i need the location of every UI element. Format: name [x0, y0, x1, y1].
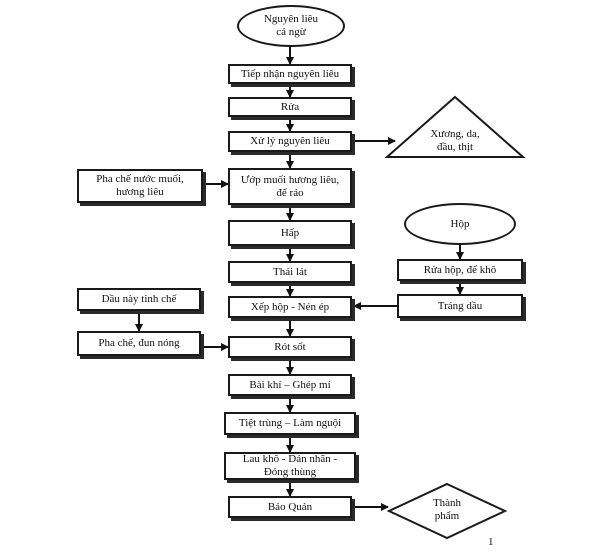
node-product-shape [386, 482, 508, 540]
node-store: Bảo Quản [228, 496, 352, 518]
node-byproduct: Xương, da, đầu, thịt [430, 128, 480, 153]
node-slice: Thái lát [228, 261, 352, 283]
node-byproduct-shape [384, 95, 526, 158]
node-receive: Tiếp nhận nguyên liêu [228, 64, 352, 84]
node-wash: Rửa [228, 97, 352, 117]
node-label: Lau khô - Dán nhãn - Đóng thùng [224, 452, 356, 480]
page-number: 1 [488, 536, 494, 548]
node-steam: Hấp [228, 220, 352, 246]
node-process: Xử lý nguyên liêu [228, 131, 352, 152]
node-sauce: Rót sốt [228, 336, 352, 358]
node-product: Thành phẩm [432, 497, 462, 522]
node-seal: Bài khí – Ghép mí [228, 374, 352, 396]
node-wash-can: Rửa hộp, để khô [397, 259, 523, 281]
node-marinate: Ướp muối hương liêu, để ráo [228, 168, 352, 205]
node-refined-oil: Dầu này tinh chế [77, 288, 201, 311]
node-can: Hộp [404, 203, 516, 245]
node-brine: Pha chế nước muối, hương liêu [77, 169, 203, 203]
node-start: Nguyên liêu cá ngừ [237, 5, 345, 47]
node-mix-heat: Pha chế, đun nóng [77, 331, 201, 356]
node-oil-coat: Tráng dầu [397, 294, 523, 318]
node-pack: Xếp hộp - Nén ép [228, 296, 352, 318]
node-sterilize: Tiệt trùng – Làm nguội [224, 412, 356, 435]
